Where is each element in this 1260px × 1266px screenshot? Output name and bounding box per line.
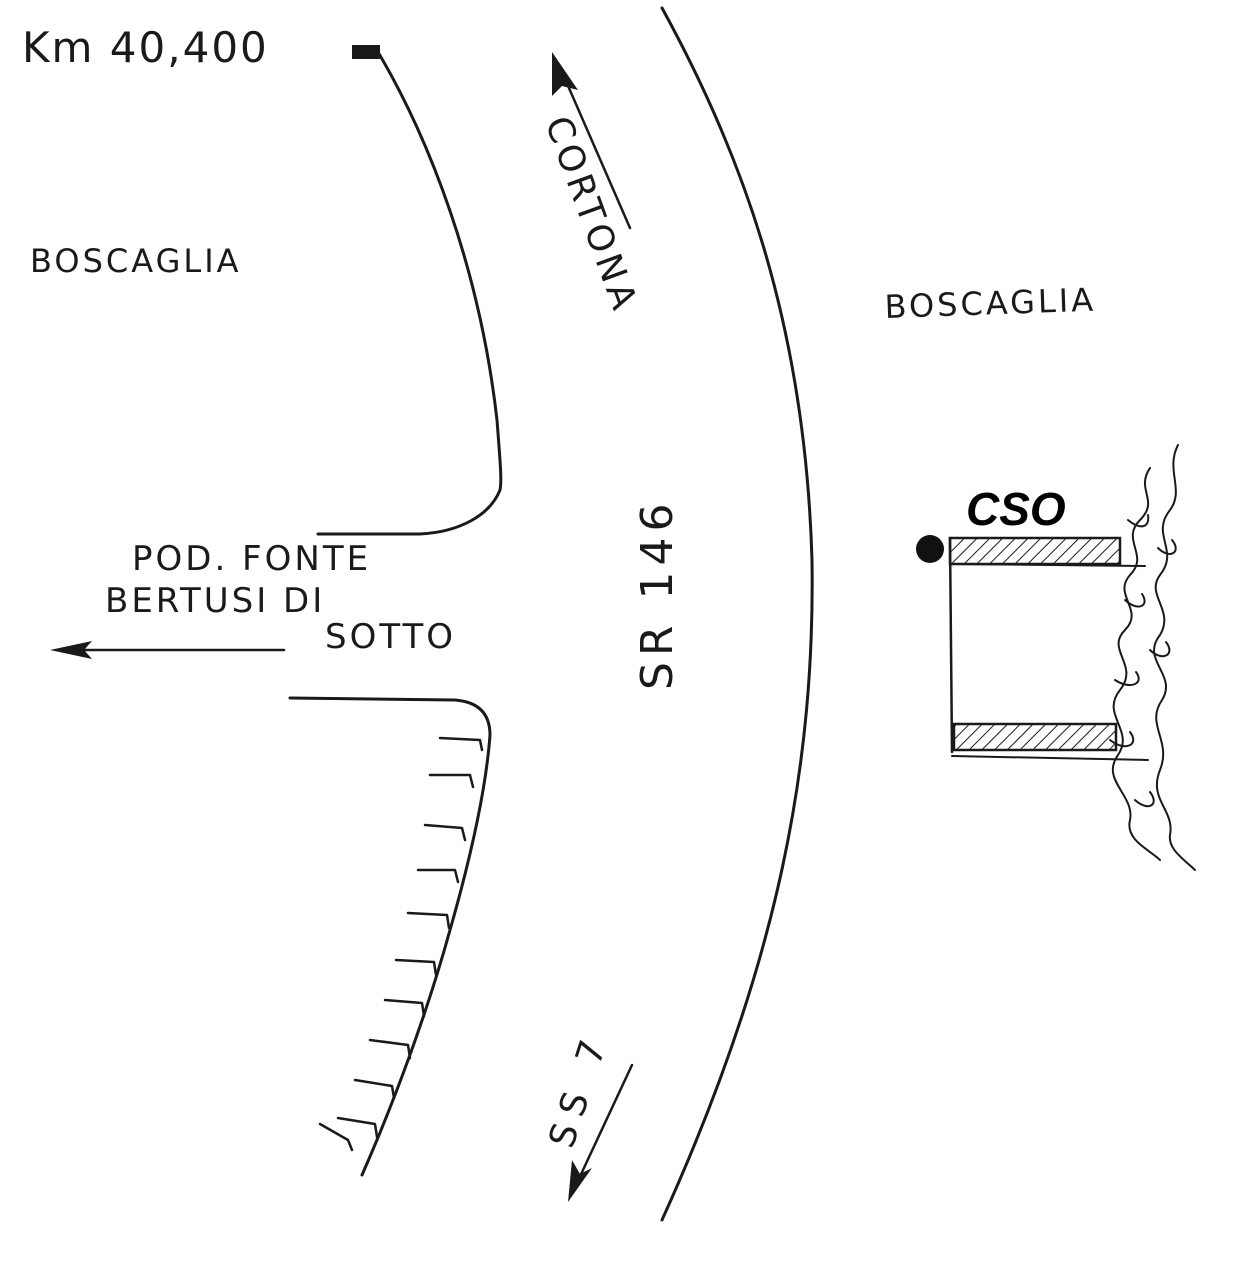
cortona-direction-arrow — [552, 52, 632, 230]
embankment-hatch — [318, 736, 484, 1152]
road-edge-right — [660, 6, 814, 1222]
km-marker-post — [352, 45, 380, 59]
road-edge-left-upper — [316, 50, 503, 536]
cso-top-outline — [949, 563, 1146, 567]
side-road-direction-arrow — [50, 641, 286, 659]
road-edge-left-lower — [288, 696, 492, 1177]
cso-label: CSO — [966, 483, 1066, 535]
pod-label-line3: SOTTO — [325, 617, 456, 657]
ss-label: SS 7 — [542, 1026, 618, 1153]
boscaglia-left-label: BOSCAGLIA — [30, 242, 242, 280]
cso-side-wall — [948, 536, 954, 754]
ss-direction-arrow — [568, 1063, 634, 1202]
cso-point-marker — [916, 535, 944, 563]
boscaglia-right-label: BOSCAGLIA — [884, 281, 1097, 326]
pod-label-line1: POD. FONTE — [132, 539, 371, 579]
vegetation-scribble — [1109, 444, 1196, 871]
cso-bottom-outline — [951, 755, 1149, 761]
cso-hatched-bar-top — [948, 536, 1122, 566]
cso-structure — [916, 535, 1149, 761]
road-name-label: SR 146 — [632, 498, 683, 690]
km-marker-label: Km 40,400 — [22, 23, 269, 72]
pod-label-line2: BERTUSI DI — [105, 581, 325, 621]
cso-hatched-bar-bottom — [952, 722, 1118, 752]
cortona-label: CORTONA — [537, 111, 646, 318]
